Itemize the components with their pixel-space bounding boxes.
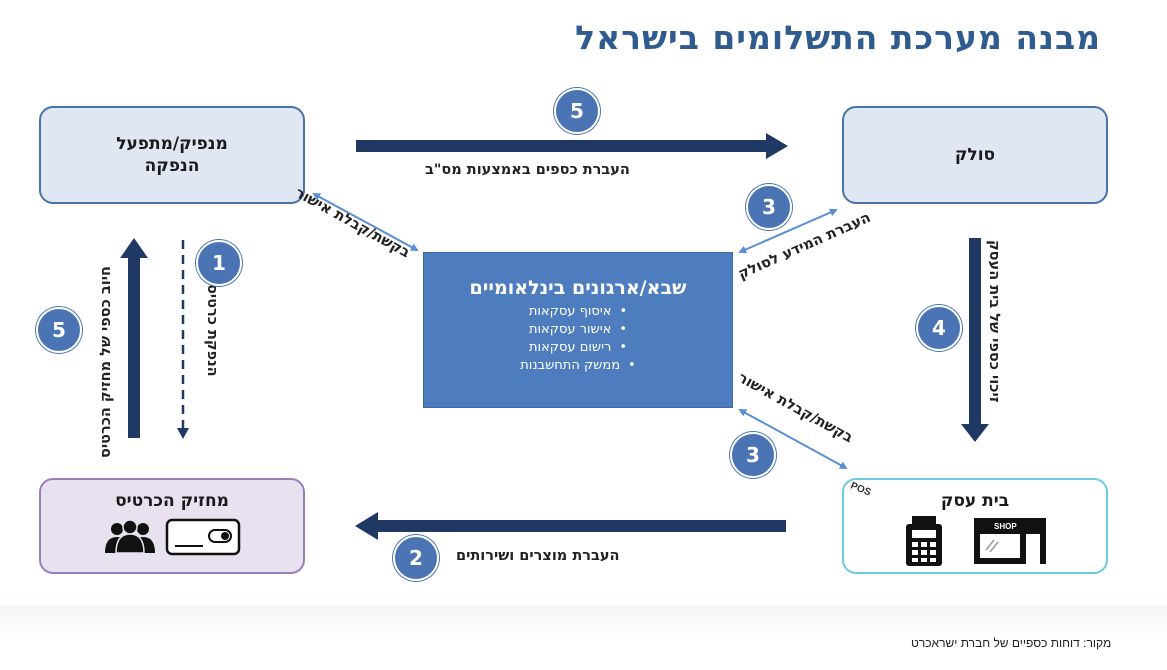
card-networks-list: איסוף עסקאות אישור עסקאות רישום עסקאות מ… xyxy=(424,303,732,375)
arrow-charge-holder xyxy=(120,238,148,438)
business-box: בית עסק SHOP xyxy=(842,478,1108,574)
step-3-info-badge: 3 xyxy=(746,184,792,230)
step-5-transfer-badge: 5 xyxy=(554,88,600,134)
arrow-transfer-funds xyxy=(356,133,788,159)
step-5-charge-badge: 5 xyxy=(36,307,82,353)
shop-sign-text: SHOP xyxy=(994,522,1017,531)
credit-card-icon xyxy=(165,518,241,556)
source-note: מקור: דוחות כספיים של חברת ישראכרט xyxy=(911,636,1112,650)
arrow-transfer-goods xyxy=(355,512,786,540)
card-holder-label: מחזיק הכרטיס xyxy=(115,491,229,511)
card-networks-box: שבא/ארגונים בינלאומיים איסוף עסקאות אישו… xyxy=(423,252,733,408)
list-item: רישום עסקאות xyxy=(424,339,732,357)
business-label: בית עסק xyxy=(940,491,1010,511)
list-item: איסוף עסקאות xyxy=(424,303,732,321)
issuer-box: מנפיק/מתפעל הנפקה xyxy=(39,106,305,204)
pos-terminal-icon xyxy=(906,516,942,567)
arrow-approval-issuer xyxy=(312,193,419,251)
label-transfer-funds: העברת כספים באמצעות מס"ב xyxy=(425,162,630,178)
list-item: אישור עסקאות xyxy=(424,321,732,339)
acquirer-label: סולק xyxy=(954,144,996,165)
bottom-band xyxy=(0,605,1167,670)
label-transfer-goods: העברת מוצרים ושירותים xyxy=(456,548,620,564)
step-4-credit-badge: 4 xyxy=(916,305,962,351)
label-credit-business: זיכוי כספי של בית העסק xyxy=(986,240,1002,403)
step-2-goods-badge: 2 xyxy=(393,535,439,581)
card-holder-box: מחזיק הכרטיס xyxy=(39,478,305,574)
card-networks-title: שבא/ארגונים בינלאומיים xyxy=(469,277,687,299)
issuer-label-line2: הנפקה xyxy=(144,156,200,176)
list-item: ממשק התחשבנות xyxy=(424,357,732,375)
step-1-issue-badge: 1 xyxy=(196,240,242,286)
step-3-approval-badge: 3 xyxy=(730,432,776,478)
label-charge-holder: חיוב כספי של מחזיק הכרטיס xyxy=(98,266,114,458)
arrow-approval-business xyxy=(738,409,848,469)
people-icon xyxy=(105,519,155,554)
issuer-label-line1: מנפיק/מתפעל xyxy=(116,133,228,154)
arrow-info-acquirer xyxy=(738,208,838,254)
arrow-issue-card xyxy=(177,240,189,439)
arrow-credit-business xyxy=(961,238,989,442)
label-issue-card: הנפקת כרטיס xyxy=(204,284,220,377)
diagram-title: מבנה מערכת התשלומים בישראל xyxy=(575,18,1101,57)
shop-icon: SHOP xyxy=(974,518,1046,565)
acquirer-box: סולק xyxy=(842,106,1108,204)
